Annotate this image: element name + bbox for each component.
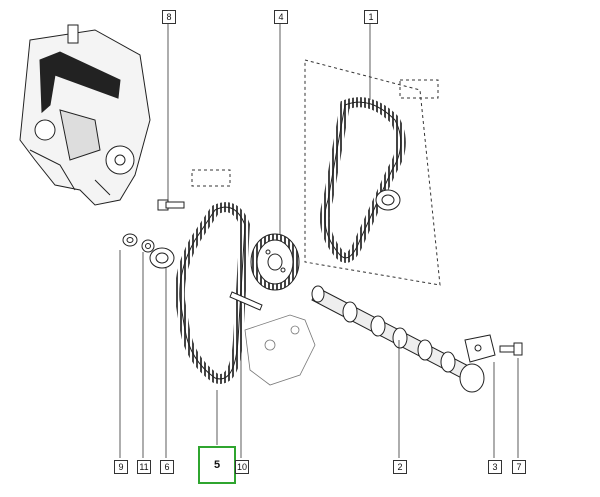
callout-10[interactable]: 10 — [235, 460, 249, 474]
timing-belt-lower-icon — [174, 202, 251, 384]
callout-6[interactable]: 6 — [160, 460, 174, 474]
camshaft-sprocket-icon — [250, 233, 300, 291]
engine-thumbnail-icon — [19, 24, 151, 206]
idler-roller-icon — [375, 189, 401, 211]
callout-1[interactable]: 1 — [364, 10, 378, 24]
camshaft-icon — [311, 285, 485, 393]
nut-icon — [122, 233, 138, 247]
bracket-icon — [464, 334, 496, 363]
callout-7[interactable]: 7 — [512, 460, 526, 474]
assembly-outline — [191, 59, 441, 286]
bolt-right-icon — [499, 342, 523, 356]
callout-2[interactable]: 2 — [393, 460, 407, 474]
callout-4[interactable]: 4 — [274, 10, 288, 24]
leader-lines — [119, 22, 519, 458]
callout-11[interactable]: 11 — [137, 460, 151, 474]
tensioner-roller-icon — [149, 247, 175, 269]
washer-icon — [141, 239, 155, 253]
bolt-top-icon — [157, 199, 185, 211]
callout-3[interactable]: 3 — [488, 460, 502, 474]
callout-8[interactable]: 8 — [162, 10, 176, 24]
callout-5-highlighted[interactable]: 5 — [198, 446, 236, 484]
stud-icon — [229, 291, 263, 311]
engine-block-sketch — [244, 314, 316, 386]
timing-belt-upper-icon — [320, 97, 406, 263]
callout-9[interactable]: 9 — [114, 460, 128, 474]
